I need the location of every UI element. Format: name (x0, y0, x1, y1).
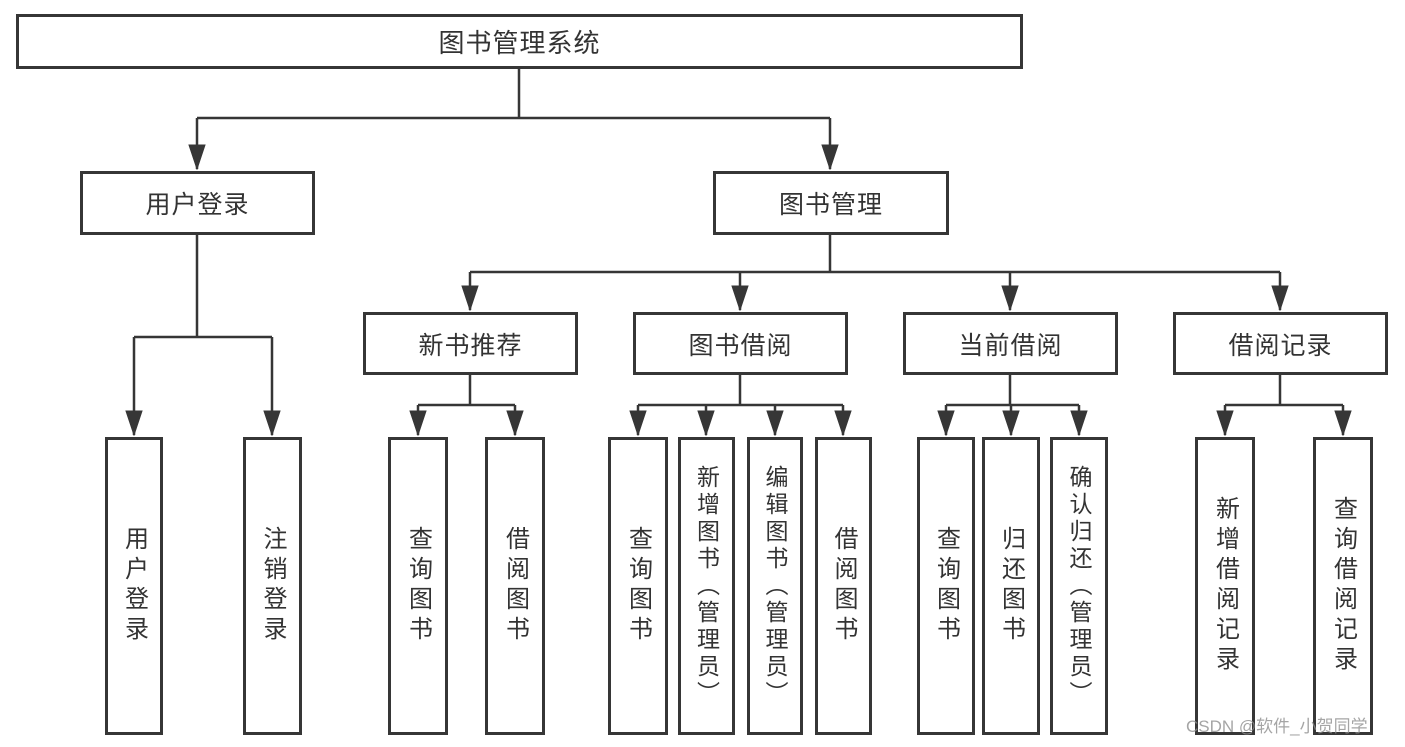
node-borrowing-records: 借阅记录 (1173, 312, 1388, 375)
node-label: 查询借阅记录 (1329, 496, 1357, 676)
edge-current-spine (946, 375, 1079, 407)
node-label: 借阅图书 (501, 526, 529, 646)
node-book-borrowing: 图书借阅 (633, 312, 848, 375)
node-label: 图书管理 (778, 191, 883, 219)
node-book-management-system: 图书管理系统 (16, 14, 1023, 69)
node-query-borrow-record: 查询借阅记录 (1313, 437, 1373, 735)
edge-book-mgmt-spine (470, 235, 1280, 274)
node-query-books-current: 查询图书 (917, 437, 975, 735)
node-label: 查询图书 (404, 526, 432, 646)
node-book-management: 图书管理 (713, 171, 949, 235)
node-current-borrowing: 当前借阅 (903, 312, 1118, 375)
node-label: 新增借阅记录 (1211, 496, 1239, 676)
node-query-books-recommend: 查询图书 (388, 437, 448, 735)
node-label: 查询图书 (932, 526, 960, 646)
node-edit-books-admin: 编辑图书（管理员） (747, 437, 803, 735)
node-add-borrow-record: 新增借阅记录 (1195, 437, 1255, 735)
node-label: 借阅图书 (830, 526, 857, 646)
node-logout-leaf: 注销登录 (243, 437, 302, 735)
node-label: 确认归还（管理员） (1066, 464, 1092, 708)
node-label: 归还图书 (997, 526, 1025, 646)
edge-user-login-spine (134, 235, 272, 339)
node-label: 图书管理系统 (438, 28, 601, 58)
node-new-book-recommendation: 新书推荐 (363, 312, 578, 375)
csdn-watermark: CSDN @软件_小贺同学 (1186, 717, 1368, 736)
node-label: 新增图书（管理员） (693, 464, 720, 708)
edge-records-spine (1225, 375, 1343, 407)
node-label: 图书借阅 (688, 331, 793, 360)
node-add-books-admin: 新增图书（管理员） (678, 437, 735, 735)
edge-borrowing-spine (638, 375, 843, 407)
node-label: 查询图书 (624, 526, 652, 646)
node-label: 用户登录 (120, 526, 148, 646)
node-label: 注销登录 (259, 526, 286, 646)
node-label: 编辑图书（管理员） (762, 464, 788, 708)
node-user-login-group: 用户登录 (80, 171, 315, 235)
node-return-books: 归还图书 (982, 437, 1040, 735)
node-label: 借阅记录 (1228, 331, 1333, 360)
node-confirm-return-admin: 确认归还（管理员） (1050, 437, 1108, 735)
node-query-books-borrowing: 查询图书 (608, 437, 668, 735)
node-label: 用户登录 (145, 191, 250, 219)
edge-root-spine (197, 69, 830, 120)
node-label: 新书推荐 (418, 331, 523, 360)
node-user-login-leaf: 用户登录 (105, 437, 163, 735)
edge-recommend-spine (418, 375, 515, 407)
node-borrow-books-borrowing: 借阅图书 (815, 437, 872, 735)
node-borrow-books-recommend: 借阅图书 (485, 437, 545, 735)
node-label: 当前借阅 (958, 331, 1063, 360)
